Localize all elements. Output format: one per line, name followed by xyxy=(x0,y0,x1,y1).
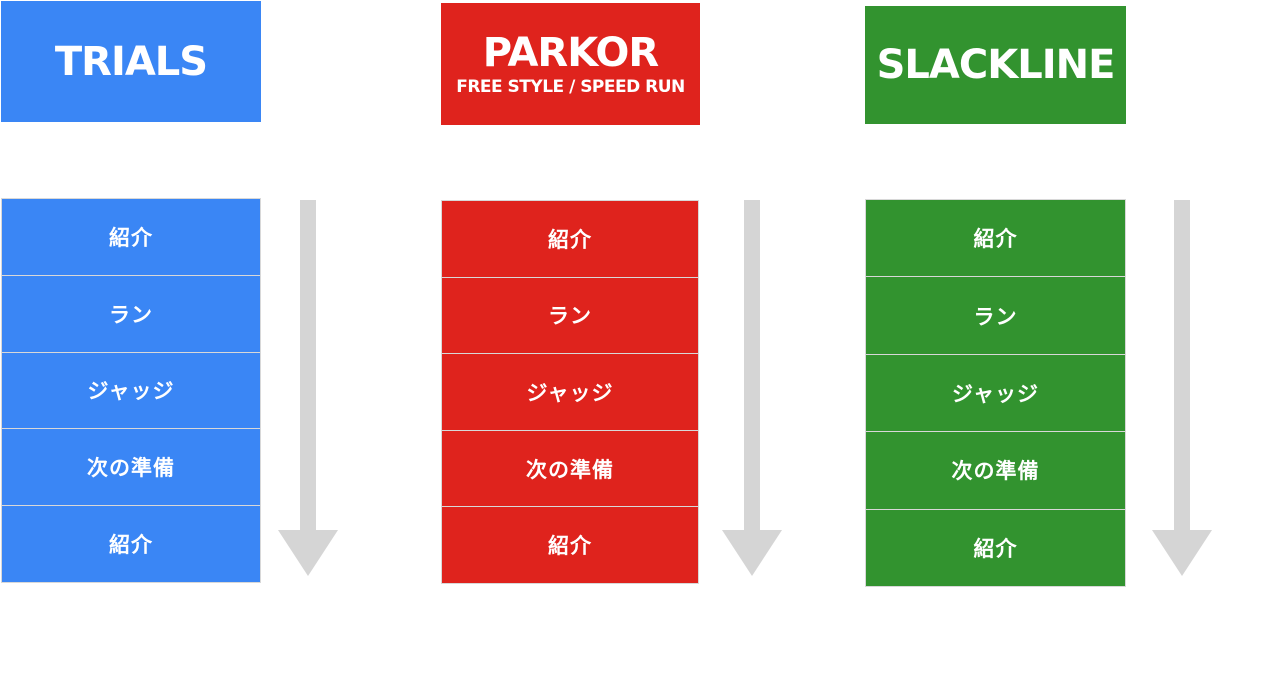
step-item: 紹介 xyxy=(2,199,260,276)
header-parkor: PARKOR FREE STYLE / SPEED RUN xyxy=(441,3,700,125)
step-item: ラン xyxy=(866,277,1125,355)
step-item: ジャッジ xyxy=(442,354,698,431)
step-item: 次の準備 xyxy=(2,429,260,507)
step-item: 次の準備 xyxy=(442,431,698,508)
step-item: ジャッジ xyxy=(866,355,1125,433)
arrow-down-icon xyxy=(1152,200,1212,576)
header-title: SLACKLINE xyxy=(876,42,1116,88)
step-item: 紹介 xyxy=(973,536,1018,561)
header-trials: TRIALS xyxy=(1,1,261,122)
step-item: ジャッジ xyxy=(2,353,260,430)
step-item: ラン xyxy=(442,278,698,355)
arrow-down-icon xyxy=(722,200,782,576)
step-item: 紹介 xyxy=(866,200,1125,278)
arrow-down-icon xyxy=(278,200,338,576)
step-item: ラン xyxy=(2,276,260,353)
header-slackline: SLACKLINE xyxy=(865,6,1126,124)
steps-slackline: 紹介 ラン ジャッジ 次の準備 紹介 xyxy=(865,199,1126,587)
steps-trials: 紹介 ラン ジャッジ 次の準備 紹介 xyxy=(1,198,261,583)
header-title: PARKOR xyxy=(482,29,659,76)
step-item: 紹介 xyxy=(442,201,698,278)
step-item: 紹介 xyxy=(109,533,153,558)
header-title: TRIALS xyxy=(54,38,208,85)
step-item: 紹介 xyxy=(548,534,592,559)
steps-parkor: 紹介 ラン ジャッジ 次の準備 紹介 xyxy=(441,200,699,584)
header-subtitle: FREE STYLE / SPEED RUN xyxy=(456,76,685,97)
step-item: 次の準備 xyxy=(866,432,1125,510)
